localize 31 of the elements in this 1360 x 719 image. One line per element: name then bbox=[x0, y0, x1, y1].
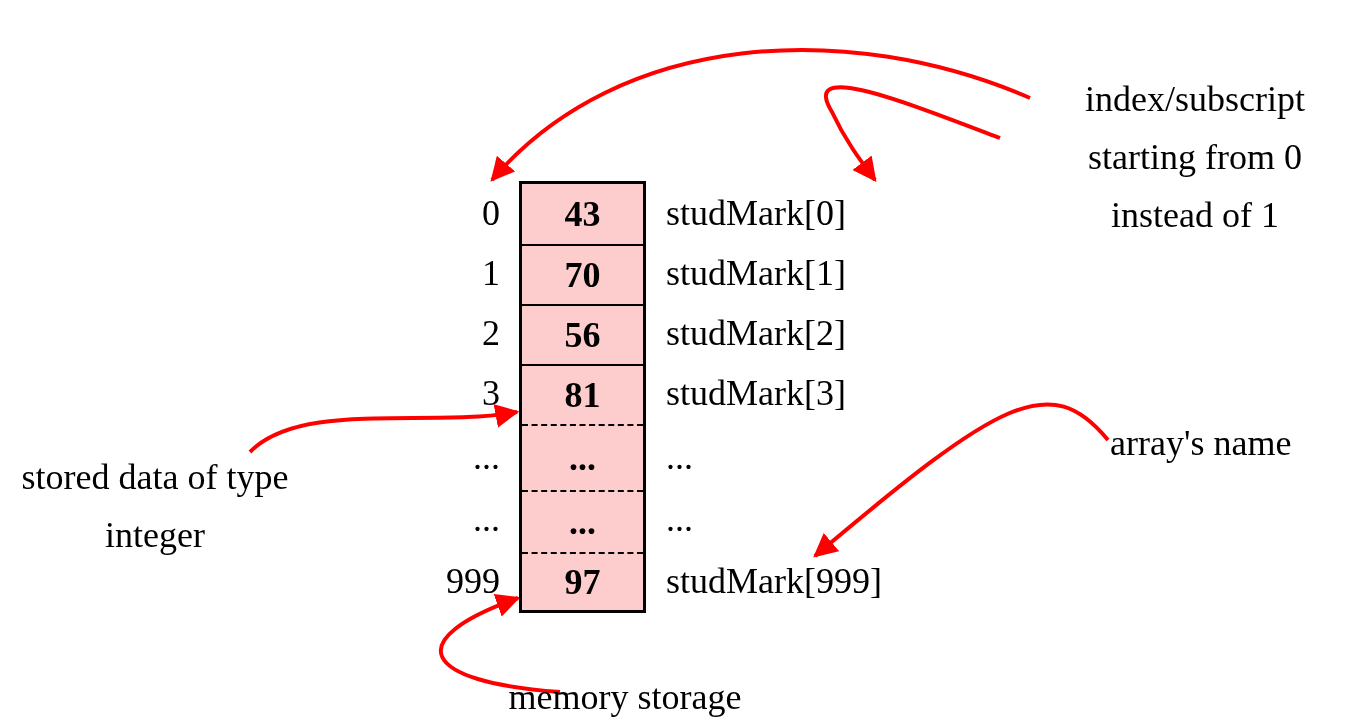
arrow bbox=[248, 403, 520, 454]
arrow bbox=[813, 402, 1110, 558]
index-number: 3 bbox=[481, 372, 500, 415]
ellipsis: ... bbox=[472, 436, 500, 479]
element-name: studMark[3] bbox=[666, 372, 847, 415]
element-name: studMark[1] bbox=[666, 252, 847, 295]
ellipsis: ... bbox=[472, 498, 500, 541]
array-cell: 97 bbox=[522, 552, 643, 610]
index-number: 999 bbox=[445, 560, 500, 603]
element-name: studMark[2] bbox=[666, 312, 847, 355]
array-cell: 81 bbox=[522, 364, 643, 424]
array-cell: ... bbox=[522, 424, 643, 490]
array-cell: 70 bbox=[522, 244, 643, 304]
array-cell: 56 bbox=[522, 304, 643, 364]
element-name: studMark[999] bbox=[666, 552, 966, 610]
ellipsis: ... bbox=[666, 498, 694, 541]
index-number: 2 bbox=[481, 312, 500, 355]
array-cell: 43 bbox=[522, 184, 643, 244]
callout-text: stored data of type integer bbox=[10, 448, 300, 558]
ellipsis: ... bbox=[666, 436, 694, 479]
index-number: 1 bbox=[481, 252, 500, 295]
index-number: 0 bbox=[440, 184, 500, 244]
callout-text: index/subscript starting from 0 instead of 1 bbox=[1040, 70, 1350, 250]
arrow bbox=[824, 85, 1001, 182]
array-cell: ... bbox=[522, 490, 643, 552]
callout-text: array's name bbox=[1110, 414, 1360, 472]
callout-text: memory storage bbox=[460, 668, 790, 718]
element-name: studMark[0] bbox=[666, 184, 926, 244]
arrow bbox=[490, 48, 1031, 182]
array-box bbox=[519, 181, 646, 613]
arrow bbox=[439, 594, 561, 694]
